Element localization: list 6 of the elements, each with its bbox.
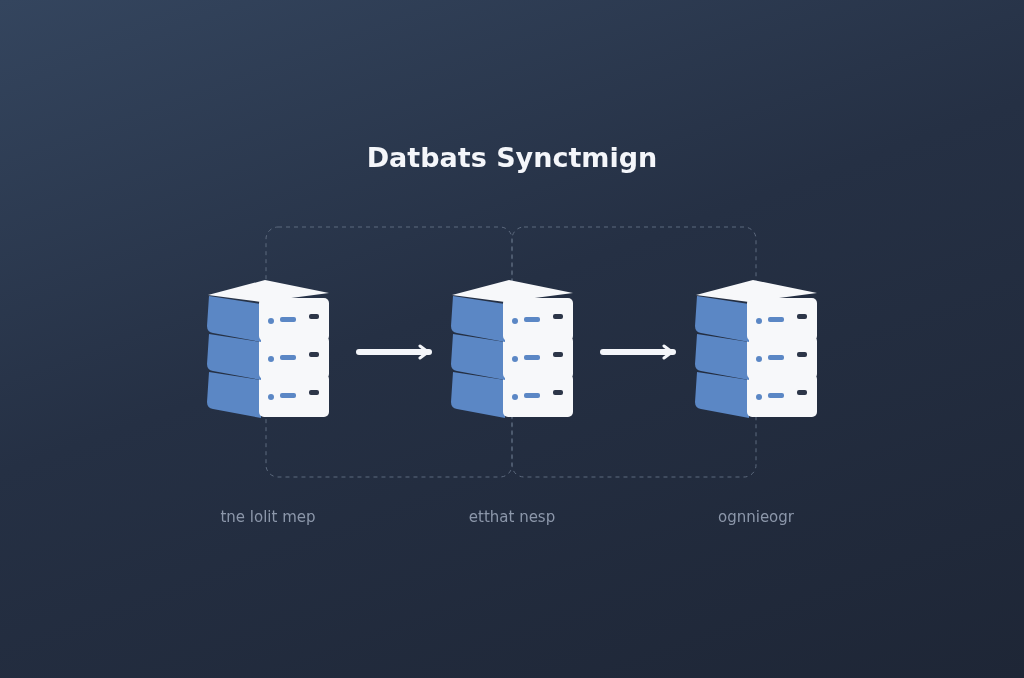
title: Datbats Synctmign xyxy=(366,142,658,173)
arrow xyxy=(600,344,676,360)
caption: tne lolit mep xyxy=(220,508,316,526)
caption: etthat nesp xyxy=(468,508,556,526)
arrow xyxy=(356,344,432,360)
caption: ognnieogr xyxy=(718,508,794,526)
